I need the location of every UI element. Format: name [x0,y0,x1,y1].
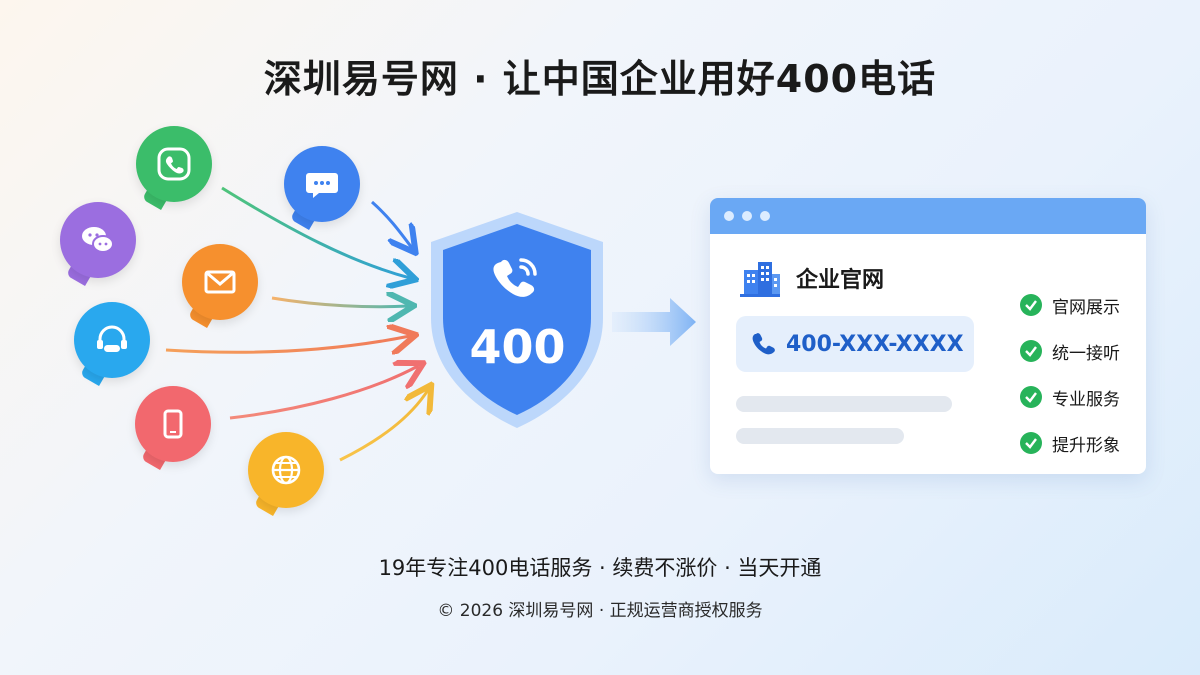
feature-item: 统一接听 [1020,328,1120,374]
site-header: 企业官网 [738,258,884,298]
headset-icon [97,325,127,352]
window-dot [742,211,752,221]
phone-icon [752,333,775,355]
400-shield: 400 [425,208,610,433]
site-name: 企业官网 [796,268,885,293]
check-icon [1020,340,1042,362]
website-window: 企业官网 400-XXX-XXXX 官网展示 统一接听 专业服务 提升形象 [710,198,1146,474]
arrow-web [339,390,428,462]
placeholder-line [736,428,904,444]
arrow-phone [221,186,410,278]
arrow-mail [271,298,408,307]
feature-label: 提升形象 [1052,435,1120,456]
check-icon [1020,386,1042,408]
window-dot [760,211,770,221]
phone-number: 400-XXX-XXXX [786,331,964,357]
mobile-icon [163,409,183,439]
support-channel-bubble [74,302,150,378]
copyright: © 2026 深圳易号网 · 正规运营商授权服务 [437,601,763,621]
web-channel-bubble [248,432,324,508]
phone-channel-bubble [136,126,212,202]
feature-list: 官网展示 统一接听 专业服务 提升形象 [1020,282,1120,466]
check-icon [1020,294,1042,316]
globe-icon [271,455,301,485]
phone-icon [157,147,191,181]
browser-titlebar [710,198,1146,234]
page-title: 深圳易号网 · 让中国企业用好400电话 [263,57,937,101]
shield-phone-icon [493,258,537,297]
wechat-icon [82,227,114,253]
window-dot [724,211,734,221]
chat-channel-bubble [284,146,360,222]
arrow-support [165,336,410,352]
feature-item: 提升形象 [1020,420,1120,466]
arrow-mobile [229,366,418,420]
wechat-channel-bubble [60,202,136,278]
arrow-chat [371,200,412,248]
placeholder-line [736,396,952,412]
chat-icon [306,173,338,198]
feature-label: 统一接听 [1052,343,1120,364]
feature-label: 官网展示 [1052,297,1120,318]
tagline: 19年专注400电话服务 · 续费不涨价 · 当天开通 [378,556,822,580]
email-channel-bubble [182,244,258,320]
phone-number-pill[interactable]: 400-XXX-XXXX [736,316,974,372]
mobile-channel-bubble [135,386,211,462]
feature-label: 专业服务 [1052,389,1120,410]
feature-item: 官网展示 [1020,282,1120,328]
mail-icon [204,270,236,294]
shield-number: 400 [469,320,566,374]
feature-item: 专业服务 [1020,374,1120,420]
check-icon [1020,432,1042,454]
transfer-arrow [612,298,696,346]
building-icon [740,262,780,297]
